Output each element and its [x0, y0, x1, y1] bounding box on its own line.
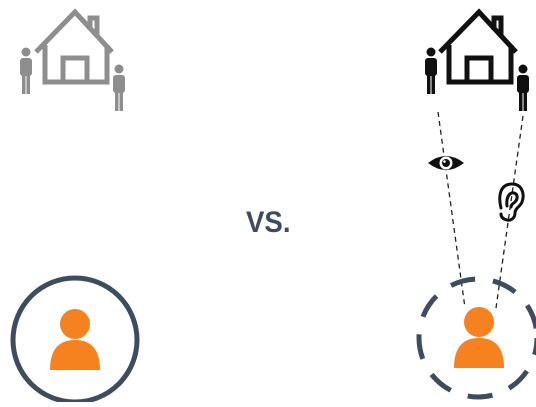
user-icon: [454, 307, 504, 368]
person-icon: [517, 64, 529, 111]
eye-icon: [428, 156, 464, 170]
connection-lines: [437, 111, 524, 309]
person-icon: [20, 47, 32, 94]
left-user: [10, 275, 140, 405]
versus-label: VS.: [246, 206, 291, 239]
person-icon: [113, 64, 125, 111]
user-icon: [50, 309, 100, 370]
right-user: [416, 276, 536, 400]
house-icon: [438, 8, 518, 85]
right-household: [425, 8, 529, 111]
connection-line-left: [437, 111, 466, 309]
user-ring-dashed: [416, 276, 536, 400]
ear-icon: [498, 182, 525, 222]
house-icon: [34, 8, 114, 85]
person-icon: [425, 47, 437, 94]
connection-line-right: [495, 115, 524, 309]
left-household: [20, 8, 125, 111]
